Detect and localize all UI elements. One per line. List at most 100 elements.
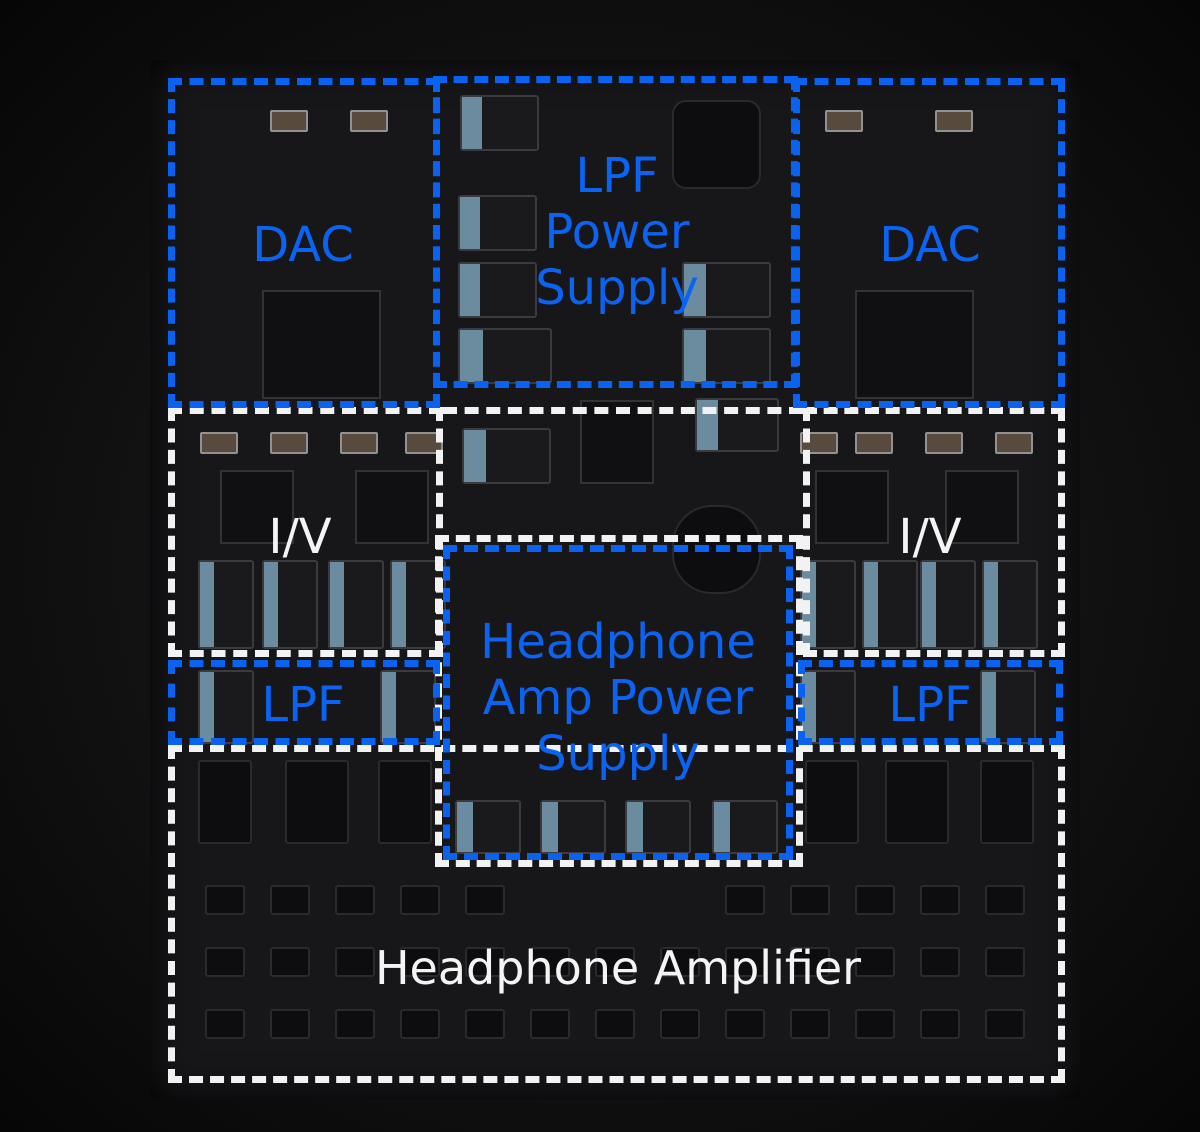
headphone-amp-power-supply-label: Headphone Amp Power Supply <box>480 614 756 782</box>
transistor <box>270 885 310 915</box>
capacitor <box>862 560 918 649</box>
iv-left-box <box>168 407 443 657</box>
transistor <box>400 947 440 977</box>
dac-chip-left <box>262 290 381 399</box>
capacitor <box>625 800 691 854</box>
capacitor <box>198 670 254 744</box>
component <box>378 760 432 844</box>
component <box>885 760 949 844</box>
lpf-power-supply-label: LPF Power Supply <box>535 148 699 316</box>
transistor <box>855 885 895 915</box>
dac-chip-right <box>855 290 974 399</box>
lpf-right-label: LPF <box>888 677 972 733</box>
transistor <box>335 947 375 977</box>
capacitor <box>682 262 771 318</box>
capacitor <box>462 428 551 484</box>
smd-component <box>925 432 963 454</box>
transistor <box>985 1009 1025 1039</box>
transistor <box>335 885 375 915</box>
transistor <box>400 885 440 915</box>
transistor <box>920 1009 960 1039</box>
transistor <box>205 1009 245 1039</box>
capacitor <box>458 262 537 318</box>
smd-component <box>270 432 308 454</box>
transistor <box>205 947 245 977</box>
lpf-left-box <box>168 660 440 745</box>
transistor <box>270 947 310 977</box>
headphone-amp-power-supply-box <box>443 545 793 860</box>
label-line: LPF <box>575 148 659 204</box>
capacitor <box>458 195 537 251</box>
transistor <box>335 1009 375 1039</box>
transistor <box>660 1009 700 1039</box>
transistor <box>725 947 765 977</box>
smd-component <box>200 432 238 454</box>
transistor <box>205 885 245 915</box>
smd-component <box>995 432 1033 454</box>
transistor <box>530 947 570 977</box>
label-line: Amp Power <box>482 670 754 726</box>
opamp-chip-center <box>580 400 654 484</box>
capacitor <box>328 560 384 649</box>
opamp-chip <box>220 470 294 544</box>
iv-right-box <box>803 407 1065 657</box>
iv-right-label: I/V <box>898 509 962 565</box>
smd-component <box>350 110 388 132</box>
center-divider-line <box>443 407 803 414</box>
dac-right-box <box>793 78 1065 408</box>
capacitor <box>458 328 552 384</box>
transistor <box>595 947 635 977</box>
transistor <box>985 885 1025 915</box>
component <box>285 760 349 844</box>
transistor <box>465 885 505 915</box>
capacitor <box>540 800 606 854</box>
transistor <box>595 1009 635 1039</box>
smd-component <box>935 110 973 132</box>
opamp-chip <box>945 470 1019 544</box>
opamp-chip <box>815 470 889 544</box>
transistor <box>660 947 700 977</box>
lpf-left-label: LPF <box>261 677 345 733</box>
transistor <box>790 947 830 977</box>
inductor <box>672 100 761 189</box>
iv-left-label: I/V <box>268 509 332 565</box>
smd-component <box>270 110 308 132</box>
capacitor <box>920 560 976 649</box>
transistor <box>985 947 1025 977</box>
smd-component <box>340 432 378 454</box>
transistor <box>920 885 960 915</box>
transistor <box>920 947 960 977</box>
lpf-right-box <box>798 660 1063 745</box>
capacitor <box>460 95 539 151</box>
capacitor <box>982 560 1038 649</box>
transistor <box>790 1009 830 1039</box>
capacitor <box>262 560 318 649</box>
transistor <box>855 947 895 977</box>
transistor <box>725 885 765 915</box>
capacitor <box>380 670 436 744</box>
label-line: Headphone <box>480 614 756 670</box>
transistor <box>530 1009 570 1039</box>
smd-component <box>855 432 893 454</box>
headphone-amplifier-box <box>168 745 1065 1083</box>
capacitor <box>980 670 1036 744</box>
transistor <box>855 1009 895 1039</box>
label-line: Power <box>544 204 690 260</box>
dac-right-label: DAC <box>879 217 981 273</box>
opamp-chip <box>355 470 429 544</box>
capacitor <box>682 328 771 384</box>
transistor <box>465 947 505 977</box>
capacitor <box>198 560 254 649</box>
component <box>980 760 1034 844</box>
component <box>198 760 252 844</box>
dac-left-label: DAC <box>252 217 354 273</box>
transistor <box>270 1009 310 1039</box>
smd-component <box>825 110 863 132</box>
transistor <box>725 1009 765 1039</box>
component <box>805 760 859 844</box>
label-line: Supply <box>535 260 699 316</box>
headphone-amplifier-label: Headphone Amplifier <box>374 941 862 995</box>
transistor <box>790 885 830 915</box>
transistor <box>400 1009 440 1039</box>
